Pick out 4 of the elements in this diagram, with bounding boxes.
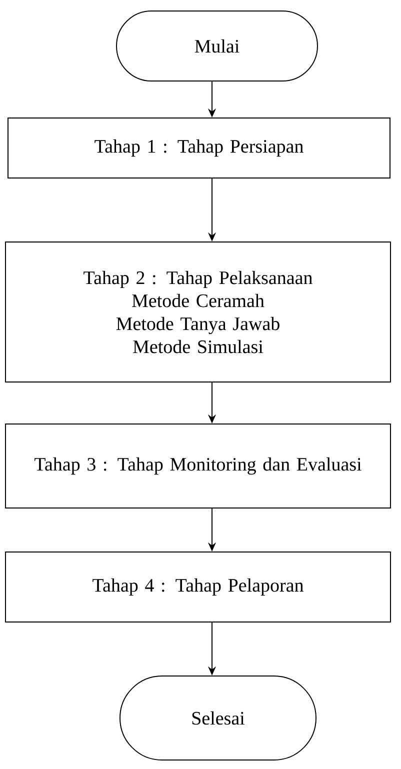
process-box: Tahap 4 : Tahap Pelaporan bbox=[5, 552, 391, 622]
process-box: Tahap 3 : Tahap Monitoring dan Evaluasi bbox=[5, 424, 391, 508]
process-box: Tahap 1 : Tahap Persiapan bbox=[8, 118, 390, 178]
process-box: Tahap 2 : Tahap Pelaksanaan Metode Ceramah Metode Tanya Jawab Metode Simulasi bbox=[5, 242, 391, 382]
